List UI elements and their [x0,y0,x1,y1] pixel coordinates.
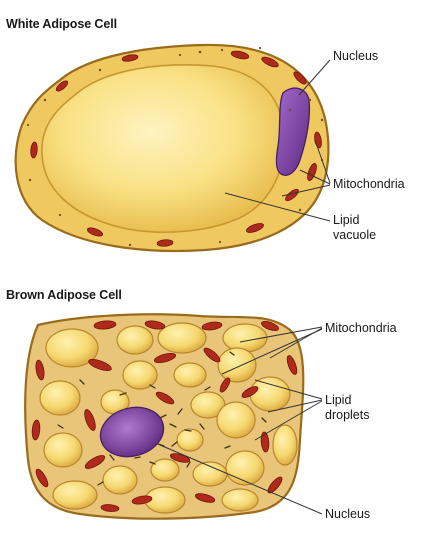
lipid-droplets-label-line2: droplets [325,408,369,423]
brown-mitochondria-label: Mitochondria [325,321,397,336]
brown-nucleus-label: Nucleus [325,507,370,522]
white-nucleus-label: Nucleus [333,49,378,64]
lipid-droplets-label-line1: Lipid [325,393,351,408]
lipid-vacuole-label-line1: Lipid [333,213,359,228]
white-adipose-cell [16,45,329,251]
brown-cell-title: Brown Adipose Cell [6,288,122,302]
white-mitochondria-label: Mitochondria [333,177,405,192]
lipid-vacuole-label-line2: vacuole [333,228,376,243]
white-cell-title: White Adipose Cell [6,17,117,31]
